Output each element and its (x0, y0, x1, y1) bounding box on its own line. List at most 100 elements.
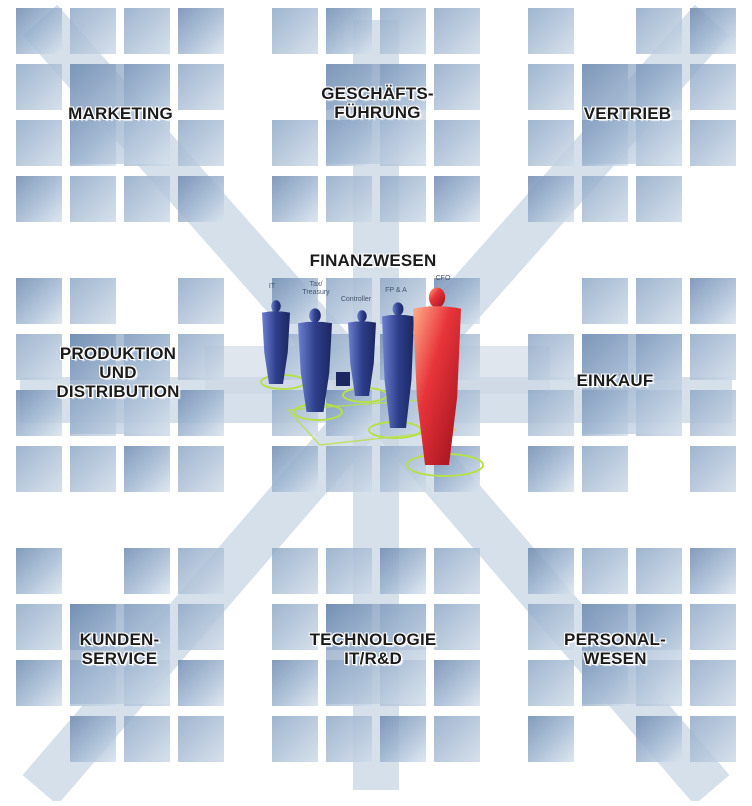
figure-label-it: IT (268, 283, 276, 290)
tile-large (326, 604, 426, 704)
tile-large (582, 334, 682, 434)
briefcase (336, 372, 350, 386)
tile (178, 120, 224, 166)
tile (434, 660, 480, 706)
figure-label-cfo: CFO (435, 275, 451, 282)
tile (272, 548, 318, 594)
tile (272, 716, 318, 762)
tile (690, 446, 736, 492)
tile (528, 604, 574, 650)
tile (636, 8, 682, 54)
tile (434, 604, 480, 650)
tile (272, 604, 318, 650)
tile (434, 120, 480, 166)
head (309, 308, 321, 323)
figure-label-tax-treasury: Tax/ Treasury (302, 281, 330, 296)
tile (272, 120, 318, 166)
tile (178, 176, 224, 222)
tile (124, 8, 170, 54)
tile (124, 548, 170, 594)
figure-tax-treasury (298, 308, 332, 412)
body (413, 306, 461, 465)
label-vertrieb: VERTRIEB (583, 104, 672, 123)
tile (636, 716, 682, 762)
tile (380, 548, 426, 594)
tile (528, 390, 574, 436)
label-einkauf: EINKAUF (576, 371, 654, 390)
figure-controller (348, 310, 376, 396)
spoke-band (205, 346, 550, 394)
tile (178, 660, 224, 706)
tile-large (70, 64, 170, 164)
tile (528, 120, 574, 166)
tile (434, 176, 480, 222)
tile (528, 64, 574, 110)
tile (528, 8, 574, 54)
tile-large (582, 604, 682, 704)
tile (690, 390, 736, 436)
tile (70, 446, 116, 492)
tile (690, 548, 736, 594)
tile (528, 716, 574, 762)
tile (636, 548, 682, 594)
tile (70, 8, 116, 54)
tile-large (70, 604, 170, 704)
tile (16, 390, 62, 436)
business-figures-illustration (260, 287, 484, 477)
tile (434, 716, 480, 762)
tile (178, 334, 224, 380)
tile (70, 716, 116, 762)
tile (178, 548, 224, 594)
tile (16, 64, 62, 110)
tile (16, 334, 62, 380)
tile (16, 8, 62, 54)
figure-fpa (382, 302, 414, 428)
tile (528, 176, 574, 222)
tile (528, 446, 574, 492)
tile (272, 8, 318, 54)
label-personalwesen: PERSONAL- WESEN (564, 630, 666, 668)
head (271, 300, 281, 313)
label-produktion-distribution: PRODUKTION UND DISTRIBUTION (56, 344, 180, 401)
body (382, 314, 414, 428)
tile (326, 8, 372, 54)
tile (636, 278, 682, 324)
tile (582, 278, 628, 324)
label-finanzwesen: FINANZWESEN (309, 251, 437, 270)
tile (690, 64, 736, 110)
tile-large (70, 334, 170, 434)
tile (528, 548, 574, 594)
figure-label-fpa: FP & A (385, 287, 407, 294)
tile (16, 120, 62, 166)
tile (690, 660, 736, 706)
label-kundenservice: KUNDEN- SERVICE (79, 630, 160, 668)
tile (272, 660, 318, 706)
floor-grid (286, 399, 457, 446)
tile (124, 176, 170, 222)
tile (178, 8, 224, 54)
tile (380, 176, 426, 222)
body (262, 311, 290, 384)
figure-cfo (413, 287, 461, 465)
tile (690, 120, 736, 166)
tile (16, 604, 62, 650)
tile (272, 446, 318, 492)
head (428, 287, 446, 308)
tile-large (582, 64, 682, 164)
tile (272, 176, 318, 222)
tile-large (326, 64, 426, 164)
tile (124, 716, 170, 762)
tile (16, 660, 62, 706)
label-technologie: TECHNOLOGIE IT/R&D (309, 630, 437, 668)
tile (178, 64, 224, 110)
tile (16, 446, 62, 492)
body (298, 321, 332, 412)
tile (380, 8, 426, 54)
tile (636, 176, 682, 222)
tile (380, 716, 426, 762)
tile (178, 716, 224, 762)
tile (124, 446, 170, 492)
tile (326, 176, 372, 222)
